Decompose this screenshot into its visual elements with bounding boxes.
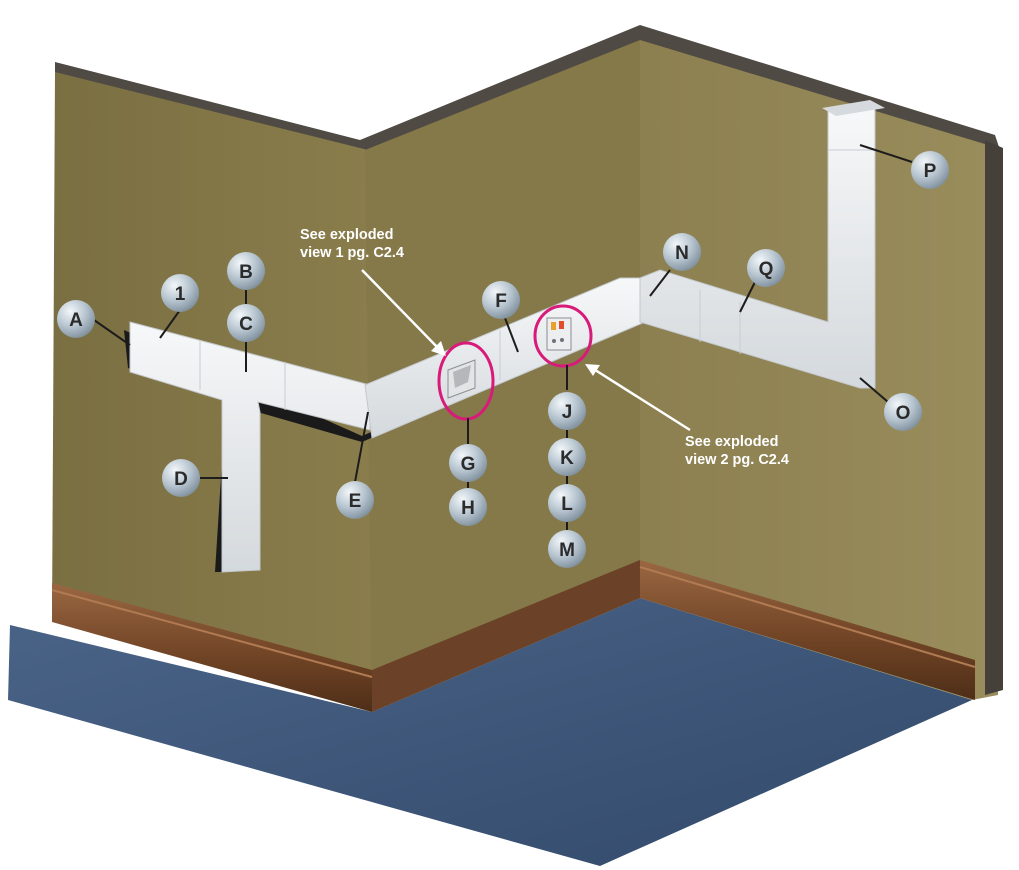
label-c: C bbox=[227, 304, 265, 342]
svg-text:1: 1 bbox=[175, 284, 186, 305]
highlight-circle-2 bbox=[533, 304, 593, 368]
label-k: K bbox=[548, 438, 586, 476]
baseboard-right bbox=[640, 560, 975, 700]
highlight-circle-1 bbox=[437, 341, 495, 421]
svg-text:G: G bbox=[461, 454, 476, 475]
label-bubbles: A 1 B C D E F G bbox=[57, 151, 949, 568]
baseboard-left bbox=[52, 583, 372, 712]
svg-text:E: E bbox=[349, 491, 362, 512]
svg-text:Q: Q bbox=[759, 259, 774, 280]
svg-text:K: K bbox=[560, 448, 574, 469]
svg-text:N: N bbox=[675, 243, 689, 264]
device-plate-j bbox=[546, 317, 572, 351]
label-o: O bbox=[884, 393, 922, 431]
svg-text:F: F bbox=[495, 291, 507, 312]
svg-text:M: M bbox=[559, 540, 575, 561]
label-m: M bbox=[548, 530, 586, 568]
svg-text:C: C bbox=[239, 314, 253, 335]
callout-arrow-1 bbox=[361, 269, 446, 356]
label-h: H bbox=[449, 488, 487, 526]
svg-text:J: J bbox=[562, 402, 573, 423]
label-f: F bbox=[482, 281, 520, 319]
svg-text:L: L bbox=[561, 494, 573, 515]
label-1: 1 bbox=[161, 274, 199, 312]
svg-text:H: H bbox=[461, 498, 475, 519]
svg-text:A: A bbox=[69, 310, 83, 331]
label-n: N bbox=[663, 233, 701, 271]
leader-lines bbox=[93, 144, 913, 530]
label-b: B bbox=[227, 252, 265, 290]
svg-text:P: P bbox=[924, 161, 937, 182]
label-g: G bbox=[449, 444, 487, 482]
baseboard-middle bbox=[372, 560, 640, 712]
right-wall-edge bbox=[985, 140, 1003, 695]
label-j: J bbox=[548, 392, 586, 430]
label-l: L bbox=[548, 484, 586, 522]
label-p: P bbox=[911, 151, 949, 189]
callout-arrow-2 bbox=[585, 364, 691, 432]
callout-exploded-view-2: See exploded view 2 pg. C2.4 bbox=[685, 434, 789, 468]
label-d: D bbox=[162, 459, 200, 497]
device-plate-g bbox=[447, 359, 476, 399]
floor bbox=[8, 598, 972, 866]
svg-text:B: B bbox=[239, 262, 253, 283]
raceway-right-run bbox=[639, 100, 885, 389]
label-a: A bbox=[57, 300, 95, 338]
svg-text:O: O bbox=[896, 403, 911, 424]
wall-top-edge bbox=[55, 25, 1000, 152]
svg-text:D: D bbox=[174, 469, 188, 490]
callout-exploded-view-1: See exploded view 1 pg. C2.4 bbox=[300, 227, 404, 261]
label-q: Q bbox=[747, 249, 785, 287]
label-e: E bbox=[336, 481, 374, 519]
